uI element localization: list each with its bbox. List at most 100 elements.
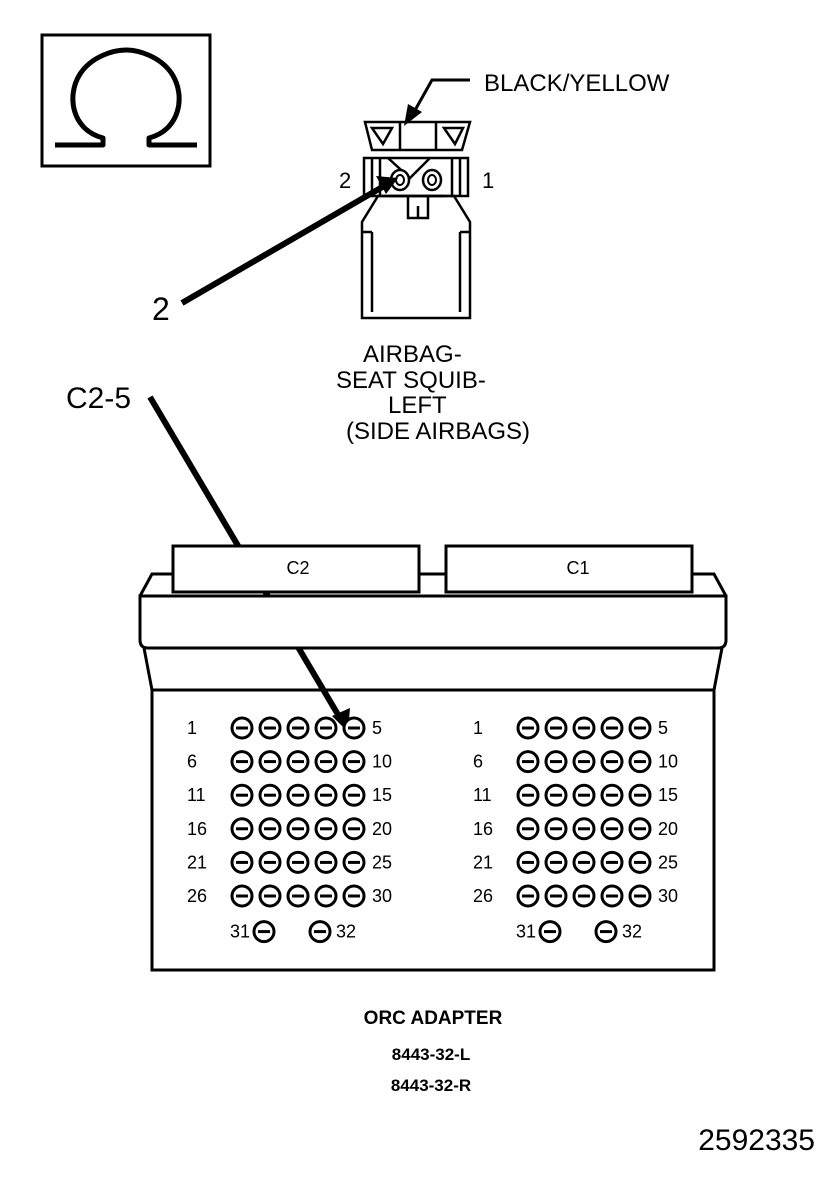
pin-socket: [308, 920, 332, 944]
pin-row-start-label: 1: [473, 718, 483, 738]
wire-color-label: BLACK/YELLOW: [484, 70, 670, 97]
pin-socket: [628, 783, 652, 807]
pin-socket: [544, 850, 568, 874]
pin-socket: [258, 884, 282, 908]
pin-socket: [314, 783, 338, 807]
pin-socket: [286, 850, 310, 874]
connector-name-line: AIRBAG-: [363, 341, 462, 368]
pin-socket: [342, 884, 366, 908]
pin-socket: [516, 850, 540, 874]
pin-callout-arrow: [180, 176, 398, 306]
pin-row-end-label: 5: [658, 718, 668, 738]
pin-socket: [286, 817, 310, 841]
pin-socket: [516, 750, 540, 774]
pin-socket: [628, 750, 652, 774]
pin-socket: [600, 750, 624, 774]
pin-socket: [252, 920, 276, 944]
pin-row-end-label: 5: [372, 718, 382, 738]
pin-socket: [314, 850, 338, 874]
pin-left-label: 2: [339, 168, 351, 193]
pin-socket: [314, 884, 338, 908]
pin-socket: [572, 850, 596, 874]
pin-socket: [286, 716, 310, 740]
pin-extra-label: 31: [516, 922, 536, 942]
pin-socket: [544, 716, 568, 740]
pin-row-end-label: 25: [372, 852, 392, 872]
block-c1-label: C1: [566, 558, 589, 578]
pin-socket: [342, 750, 366, 774]
pin-extra-label: 32: [622, 922, 642, 942]
pin-socket: [286, 783, 310, 807]
pin-row-start-label: 21: [187, 852, 207, 872]
pin-row-end-label: 10: [658, 752, 678, 772]
pin-row-end-label: 25: [658, 852, 678, 872]
pin-socket: [600, 850, 624, 874]
pin-socket: [314, 750, 338, 774]
pin-socket: [600, 783, 624, 807]
pin-row-start-label: 26: [187, 886, 207, 906]
pin-socket: [628, 817, 652, 841]
wire-color-leader: [404, 78, 470, 126]
connector-name-line: (SIDE AIRBAGS): [346, 418, 530, 445]
pin-row-end-label: 30: [372, 886, 392, 906]
block-c2-label: C2: [286, 558, 309, 578]
figure-number: 2592335: [698, 1124, 815, 1157]
pin-socket: [230, 750, 254, 774]
pin-socket: [342, 716, 366, 740]
pin-socket: [342, 783, 366, 807]
pin-socket: [538, 920, 562, 944]
connector-name-line: SEAT SQUIB-: [336, 367, 486, 394]
ohm-icon: [40, 33, 212, 168]
connector-name: AIRBAG- SEAT SQUIB- LEFT (SIDE AIRBAGS): [336, 341, 530, 445]
part-number: 8443-32-R: [391, 1076, 471, 1095]
pin-socket: [230, 783, 254, 807]
pin-row-end-label: 30: [658, 886, 678, 906]
pin-socket: [572, 716, 596, 740]
pin-socket: [342, 850, 366, 874]
pin-socket: [572, 817, 596, 841]
pin-extra-label: 32: [336, 922, 356, 942]
pin-row-start-label: 11: [187, 785, 206, 805]
pin-socket: [544, 783, 568, 807]
pin-socket: [628, 716, 652, 740]
pin-socket: [230, 850, 254, 874]
pin-socket: [258, 850, 282, 874]
pin-socket: [286, 750, 310, 774]
pin-right-label: 1: [482, 168, 494, 193]
airbag-connector: [360, 120, 472, 320]
connector-name-line: LEFT: [388, 392, 447, 419]
pin-row-end-label: 15: [372, 785, 392, 805]
part-number: 8443-32-L: [392, 1045, 470, 1064]
pin-socket: [516, 817, 540, 841]
pin-row-end-label: 20: [372, 819, 392, 839]
pin-socket: [342, 817, 366, 841]
pin-socket: [230, 884, 254, 908]
orc-adapter: [138, 544, 728, 972]
pin-socket: [258, 750, 282, 774]
pin-socket: [230, 716, 254, 740]
pin-row-end-label: 15: [658, 785, 678, 805]
pin-socket: [516, 884, 540, 908]
pin-socket: [572, 783, 596, 807]
pin-extra-label: 31: [230, 922, 250, 942]
probe-label: C2-5: [66, 382, 131, 415]
pin-socket: [230, 817, 254, 841]
pin-socket: [258, 817, 282, 841]
pin-row-start-label: 16: [187, 819, 207, 839]
pin-socket: [258, 783, 282, 807]
pin-socket: [516, 783, 540, 807]
pin-socket: [628, 850, 652, 874]
pin-row-end-label: 10: [372, 752, 392, 772]
pin-socket: [258, 716, 282, 740]
pin-socket: [544, 750, 568, 774]
pin-row-start-label: 1: [187, 718, 197, 738]
pin-socket: [600, 716, 624, 740]
pin-row-start-label: 6: [187, 752, 197, 772]
pin-row-end-label: 20: [658, 819, 678, 839]
pin-socket: [600, 884, 624, 908]
pin-callout-label: 2: [152, 291, 170, 327]
pin-socket: [572, 750, 596, 774]
pin-socket: [594, 920, 618, 944]
